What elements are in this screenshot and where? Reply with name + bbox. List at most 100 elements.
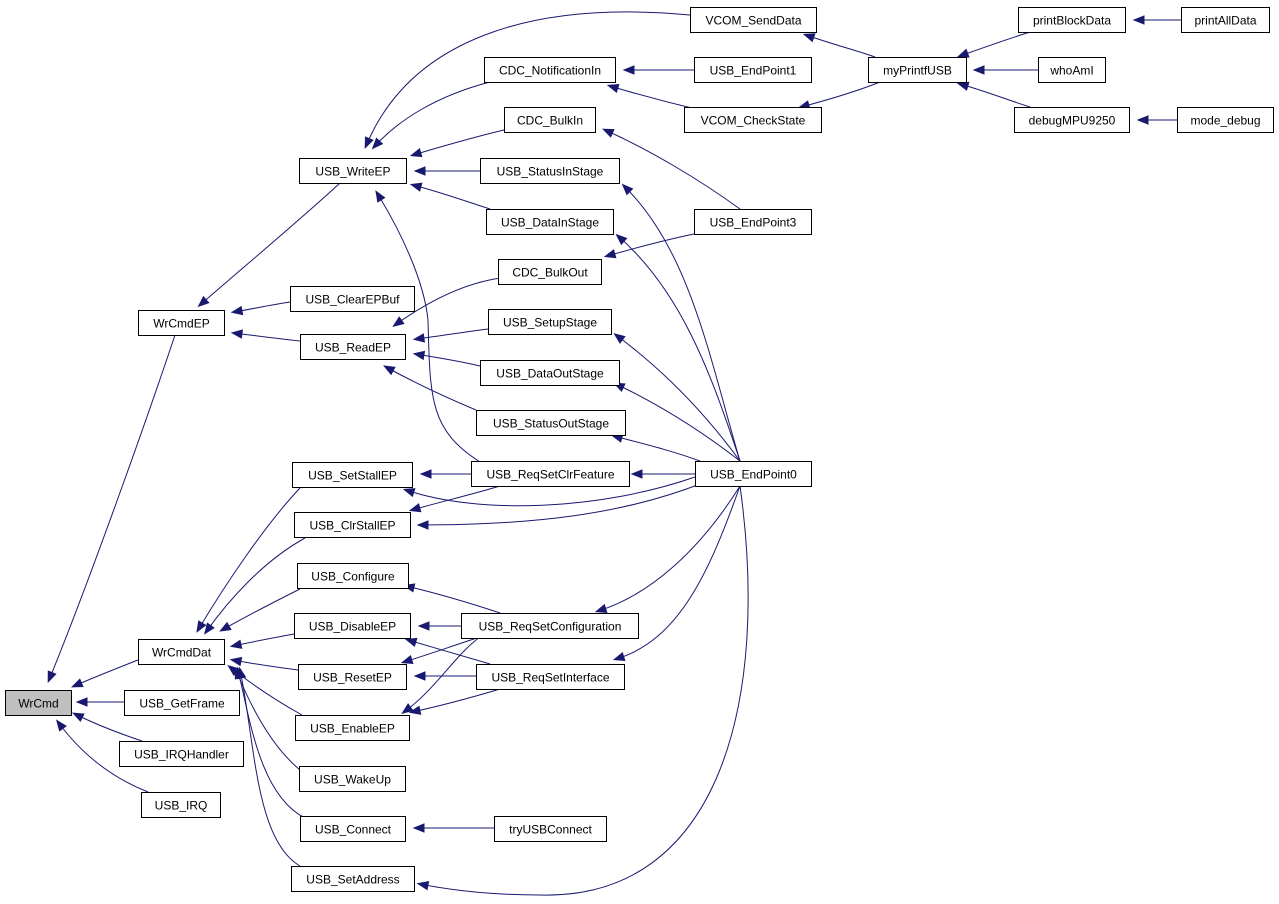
node-usb-clearepbuf[interactable]: USB_ClearEPBuf — [290, 286, 415, 312]
node-box — [1181, 7, 1270, 33]
arrowhead — [47, 670, 57, 684]
node-wrcmd[interactable]: WrCmd — [5, 690, 72, 716]
arrowhead — [75, 697, 88, 707]
edge-usb-reqsetconfiguration-to-usb-configure — [402, 583, 501, 614]
node-box — [298, 664, 407, 690]
edge-line — [415, 328, 489, 340]
arrowhead — [229, 656, 243, 667]
node-label: USB_ResetEP — [313, 671, 392, 685]
edge-line — [199, 182, 341, 306]
arrowhead — [197, 295, 210, 308]
node-usb-enableep[interactable]: USB_EnableEP — [295, 715, 410, 741]
edge-usb-clrstallep-to-wrcmddat — [204, 537, 306, 635]
node-usb-datainstage[interactable]: USB_DataInStage — [486, 209, 614, 235]
arrowhead — [972, 65, 985, 75]
edge-line — [73, 659, 139, 687]
node-usb-resetep[interactable]: USB_ResetEP — [298, 664, 407, 690]
edge-line — [232, 633, 295, 647]
edge-line — [609, 85, 701, 111]
edge-usb-irqhandler-to-wrcmd — [71, 712, 143, 742]
node-usb-reqsetconfiguration[interactable]: USB_ReqSetConfiguration — [461, 613, 639, 639]
node-usb-connect[interactable]: USB_Connect — [300, 816, 406, 842]
arrowhead — [408, 705, 422, 715]
node-usb-getframe[interactable]: USB_GetFrame — [124, 690, 240, 716]
node-debugmpu9250[interactable]: debugMPU9250 — [1014, 107, 1130, 133]
edge-line — [233, 301, 291, 313]
arrowhead — [409, 148, 423, 158]
node-tryusbconnect[interactable]: tryUSBConnect — [494, 816, 607, 842]
node-usb-clrstallep[interactable]: USB_ClrStallEP — [294, 512, 411, 538]
edge-usb-reqsetconfiguration-to-usb-resetep — [400, 636, 481, 664]
node-label: tryUSBConnect — [509, 823, 592, 837]
node-usb-setupstage[interactable]: USB_SetupStage — [488, 309, 612, 335]
node-usb-reqsetinterface[interactable]: USB_ReqSetInterface — [476, 664, 625, 690]
arrowhead — [230, 305, 244, 316]
arrowhead — [416, 880, 430, 891]
node-box — [292, 462, 413, 488]
node-printalldata[interactable]: printAllData — [1181, 7, 1270, 33]
node-box — [119, 741, 244, 767]
node-usb-statusinstage[interactable]: USB_StatusInStage — [480, 158, 620, 184]
edge-usb-reqsetclrfeature-to-usb-clrstallep — [408, 485, 501, 513]
node-usb-disableep[interactable]: USB_DisableEP — [294, 613, 411, 639]
node-mode-debug[interactable]: mode_debug — [1177, 107, 1274, 133]
node-usb-configure[interactable]: USB_Configure — [297, 563, 409, 589]
node-label: WrCmd — [18, 697, 58, 711]
edge-line — [411, 688, 501, 713]
node-cdc-bulkin[interactable]: CDC_BulkIn — [504, 107, 596, 133]
node-usb-irqhandler[interactable]: USB_IRQHandler — [119, 741, 244, 767]
arrowhead — [412, 350, 426, 361]
node-usb-setaddress[interactable]: USB_SetAddress — [291, 866, 415, 892]
node-box — [498, 259, 602, 285]
node-label: USB_EnableEP — [310, 722, 395, 736]
node-usb-endpoint3[interactable]: USB_EndPoint3 — [694, 209, 812, 235]
node-printblockdata[interactable]: printBlockData — [1018, 7, 1126, 33]
arrowhead — [375, 190, 386, 203]
node-usb-endpoint1[interactable]: USB_EndPoint1 — [694, 57, 812, 83]
node-whoami[interactable]: whoAmI — [1038, 57, 1106, 83]
node-usb-statusoutstage[interactable]: USB_StatusOutStage — [476, 410, 626, 436]
edge-usb-readep-to-wrcmdep — [230, 329, 301, 342]
edge-line — [197, 487, 301, 631]
edge-line — [405, 476, 696, 507]
edge-usb-setstallep-to-wrcmddat — [196, 487, 301, 633]
node-vcom-senddata[interactable]: VCOM_SendData — [690, 7, 817, 33]
node-box — [476, 410, 626, 436]
node-myprintfusb[interactable]: myPrintfUSB — [868, 57, 967, 83]
node-label: USB_SetAddress — [306, 873, 399, 887]
node-label: USB_ReqSetConfiguration — [479, 620, 622, 634]
edge-usb-endpoint0-to-usb-reqsetinterface — [612, 485, 741, 661]
node-usb-dataoutstage[interactable]: USB_DataOutStage — [480, 360, 620, 386]
node-box — [504, 107, 596, 133]
edge-usb-clearepbuf-to-wrcmdep — [230, 301, 291, 316]
arrowhead — [612, 651, 626, 661]
edge-line — [419, 483, 701, 526]
arrowhead — [401, 703, 414, 714]
node-wrcmdep[interactable]: WrCmdEP — [138, 310, 225, 336]
node-usb-wakeup[interactable]: USB_WakeUp — [299, 766, 406, 792]
node-usb-reqsetclrfeature[interactable]: USB_ReqSetClrFeature — [471, 461, 630, 487]
node-box — [1018, 7, 1126, 33]
node-wrcmddat[interactable]: WrCmdDat — [138, 639, 225, 665]
arrowhead — [70, 678, 84, 688]
node-box — [494, 816, 607, 842]
node-usb-readep[interactable]: USB_ReadEP — [300, 334, 406, 360]
node-box — [484, 57, 616, 83]
edge-usb-configure-to-wrcmddat — [219, 588, 301, 632]
node-label: WrCmdDat — [152, 646, 212, 660]
edge-usb-endpoint3-to-cdc-bulkout — [603, 233, 695, 259]
node-cdc-bulkout[interactable]: CDC_BulkOut — [498, 259, 602, 285]
arrowhead — [219, 621, 232, 632]
edge-usb-endpoint1-to-cdc-notificationin — [622, 65, 694, 75]
node-box — [138, 639, 225, 665]
node-usb-setstallep[interactable]: USB_SetStallEP — [292, 462, 413, 488]
arrowhead — [956, 81, 970, 91]
node-cdc-notificationin[interactable]: CDC_NotificationIn — [484, 57, 616, 83]
node-label: USB_ReadEP — [315, 341, 391, 355]
node-usb-writeep[interactable]: USB_WriteEP — [299, 158, 407, 184]
node-usb-irq[interactable]: USB_IRQ — [141, 792, 221, 818]
node-label: USB_WriteEP — [315, 165, 390, 179]
node-usb-endpoint0[interactable]: USB_EndPoint0 — [695, 461, 812, 487]
edge-usb-endpoint0-to-usb-statusoutstage — [610, 433, 701, 462]
node-vcom-checkstate[interactable]: VCOM_CheckState — [684, 107, 822, 133]
